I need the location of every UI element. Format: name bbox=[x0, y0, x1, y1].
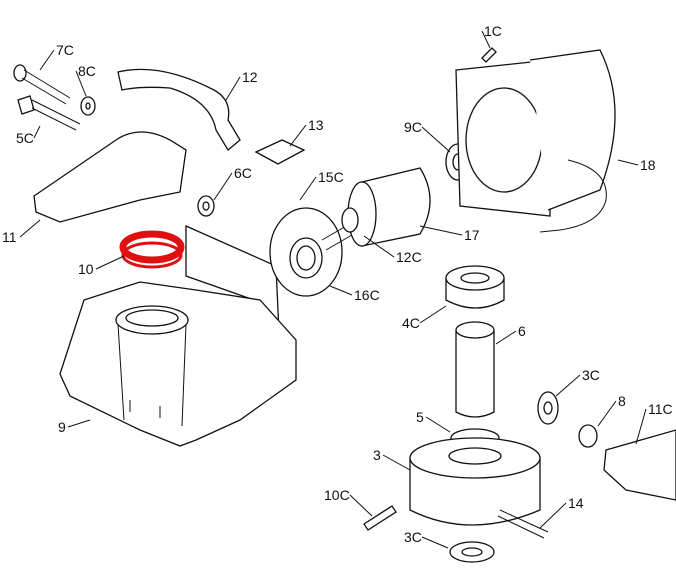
leader-line-4c bbox=[419, 305, 447, 324]
callout-12c: 12C bbox=[396, 249, 422, 265]
callout-4c: 4C bbox=[402, 315, 420, 331]
leader-line-10c bbox=[349, 494, 373, 517]
callout-8: 8 bbox=[618, 393, 626, 409]
leader-line-5c bbox=[33, 125, 41, 139]
part-washer-8c bbox=[80, 96, 96, 116]
part-gear-3 bbox=[409, 428, 541, 526]
leader-line-11c bbox=[635, 408, 647, 445]
callout-3c: 3C bbox=[582, 367, 600, 383]
leader-line-12 bbox=[225, 76, 241, 101]
leader-line-10 bbox=[95, 255, 125, 270]
callout-8c: 8C bbox=[78, 63, 96, 79]
leader-line-7c bbox=[39, 49, 55, 71]
leader-line-3 bbox=[382, 454, 411, 471]
callout-11: 11 bbox=[2, 229, 17, 245]
part-collar-3c-bottom bbox=[449, 541, 495, 563]
callout-10: 10 bbox=[78, 261, 94, 277]
callout-6: 6 bbox=[518, 323, 526, 339]
callout-10c: 10C bbox=[324, 487, 350, 503]
leader-line-11 bbox=[19, 219, 41, 238]
part-rotor-17 bbox=[321, 167, 431, 251]
part-bolt-5c bbox=[17, 95, 81, 131]
part-seal-10-highlighted bbox=[119, 230, 185, 269]
callout-5: 5 bbox=[416, 409, 424, 425]
callout-5c: 5C bbox=[16, 130, 34, 146]
callout-7c: 7C bbox=[56, 42, 74, 58]
part-screw-1c bbox=[481, 47, 497, 63]
leader-line-8 bbox=[597, 400, 617, 427]
leader-line-13 bbox=[289, 124, 307, 147]
part-bolt-7c bbox=[13, 64, 71, 105]
part-seal-16c bbox=[289, 237, 323, 279]
callout-3c: 3C bbox=[404, 529, 422, 545]
callout-9c: 9C bbox=[404, 119, 422, 135]
leader-line-3c bbox=[555, 374, 581, 397]
part-arm-12 bbox=[117, 68, 241, 151]
leader-line-18 bbox=[617, 159, 639, 166]
callout-6c: 6C bbox=[234, 165, 252, 181]
callout-13: 13 bbox=[308, 117, 324, 133]
leader-line-6c bbox=[213, 172, 233, 201]
leader-line-14 bbox=[539, 502, 567, 529]
part-pin-14 bbox=[497, 509, 549, 539]
part-housing-9 bbox=[59, 224, 297, 447]
callout-17: 17 bbox=[464, 227, 480, 243]
part-collar-3c bbox=[537, 391, 559, 425]
leader-line-8c bbox=[75, 70, 87, 97]
leader-line-6 bbox=[495, 330, 517, 345]
part-plate-13 bbox=[254, 139, 306, 165]
part-pin-10c bbox=[363, 505, 397, 531]
callout-1c: 1C bbox=[484, 23, 502, 39]
callout-18: 18 bbox=[640, 157, 656, 173]
part-collar-4c bbox=[445, 265, 505, 309]
leader-line-16c bbox=[329, 285, 353, 296]
leader-line-1c bbox=[481, 30, 491, 49]
part-worm-11c bbox=[603, 429, 676, 501]
leader-line-9 bbox=[67, 419, 91, 428]
part-motor-18 bbox=[455, 49, 616, 233]
leader-line-9c bbox=[421, 126, 451, 153]
callout-14: 14 bbox=[568, 495, 584, 511]
leader-line-3c bbox=[421, 536, 449, 549]
callout-3: 3 bbox=[373, 447, 381, 463]
part-shaft-6 bbox=[455, 321, 495, 418]
callout-15c: 15C bbox=[318, 169, 344, 185]
part-bracket-11 bbox=[33, 131, 187, 223]
leader-line-5 bbox=[425, 416, 451, 433]
callout-16c: 16C bbox=[354, 287, 380, 303]
leader-line-12c bbox=[363, 235, 395, 258]
part-washer-6c bbox=[197, 195, 215, 217]
callout-9: 9 bbox=[58, 419, 66, 435]
callout-11c: 11C bbox=[648, 401, 673, 417]
part-ring-8 bbox=[578, 424, 598, 448]
leader-line-15c bbox=[299, 176, 317, 201]
leader-line-17 bbox=[419, 225, 463, 236]
callout-12: 12 bbox=[242, 69, 258, 85]
